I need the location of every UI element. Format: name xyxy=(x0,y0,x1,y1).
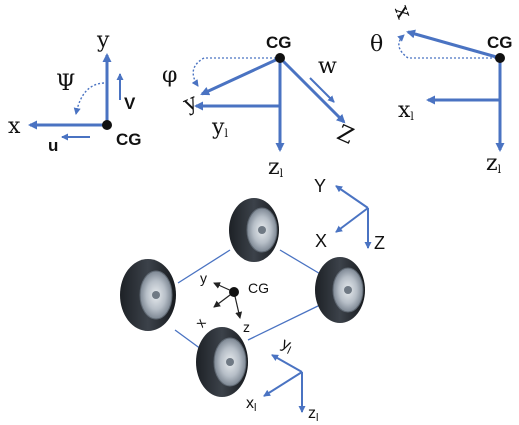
body-z-label: z xyxy=(243,319,250,335)
pitch-xl-label: xl xyxy=(398,98,414,123)
roll-w-label: w xyxy=(318,54,337,79)
vehicle-cg-point xyxy=(229,287,239,297)
vehicle-cg-label: CG xyxy=(248,280,269,296)
roll-z-rotated-label: Z xyxy=(333,121,357,150)
pitch-x-rotated-label: x xyxy=(389,2,417,23)
yaw-axis-y-label: y xyxy=(96,28,110,53)
yaw-angle-arc xyxy=(73,82,105,115)
roll-angle-arc xyxy=(191,57,205,87)
roll-cg-point xyxy=(275,53,285,63)
roll-panel: CG φ y yl zl Z w xyxy=(162,33,357,180)
chassis-link xyxy=(247,304,321,341)
yaw-angle-label: Ψ xyxy=(56,71,75,96)
pitch-angle-label: θ xyxy=(370,32,383,57)
global-z-label: Z xyxy=(374,233,385,253)
vehicle-model: CG y x z Y X Z yl xl zl xyxy=(120,176,385,424)
global-x-label: X xyxy=(315,231,327,251)
yaw-panel: x y Ψ V u CG xyxy=(8,28,142,155)
local-xl-axis-arrow xyxy=(263,371,303,397)
global-y-label: Y xyxy=(314,176,326,196)
chassis-link xyxy=(279,249,323,276)
roll-yl-label: yl xyxy=(211,115,228,140)
pitch-x-rotated-arrow xyxy=(406,29,501,60)
roll-y-rotated-arrow xyxy=(200,56,281,96)
tire-rear xyxy=(196,327,248,397)
local-yl-axis-arrow xyxy=(271,354,303,373)
local-yl-label: yl xyxy=(278,335,296,357)
yaw-axis-x-label: x xyxy=(8,114,21,139)
yaw-v-label: V xyxy=(124,94,136,113)
roll-w-arrow xyxy=(309,77,335,103)
pitch-cg-label: CG xyxy=(487,33,513,52)
global-y-axis-arrow xyxy=(335,185,369,209)
yaw-u-label: u xyxy=(48,136,58,155)
tire-left xyxy=(120,259,176,331)
pitch-zl-label: zl xyxy=(486,151,502,176)
tire-front xyxy=(229,198,279,262)
roll-cg-label: CG xyxy=(266,33,292,52)
roll-z-rotated-arrow xyxy=(278,56,346,124)
roll-angle-label: φ xyxy=(162,63,177,88)
pitch-panel: CG θ x xl zl xyxy=(370,2,513,176)
chassis-link xyxy=(177,249,231,284)
body-y-label: y xyxy=(200,270,207,286)
roll-zl-label: zl xyxy=(268,155,284,180)
body-x-label: x xyxy=(192,315,209,330)
local-zl-label: zl xyxy=(308,405,318,424)
yaw-cg-label: CG xyxy=(116,130,142,149)
pitch-angle-arc xyxy=(397,34,409,59)
local-xl-label: xl xyxy=(246,395,256,414)
pitch-cg-point xyxy=(495,53,505,63)
yaw-cg-point xyxy=(102,120,112,130)
tire-right xyxy=(315,257,365,323)
roll-y-rotated-label: y xyxy=(179,89,202,118)
global-x-axis-arrow xyxy=(335,207,369,233)
